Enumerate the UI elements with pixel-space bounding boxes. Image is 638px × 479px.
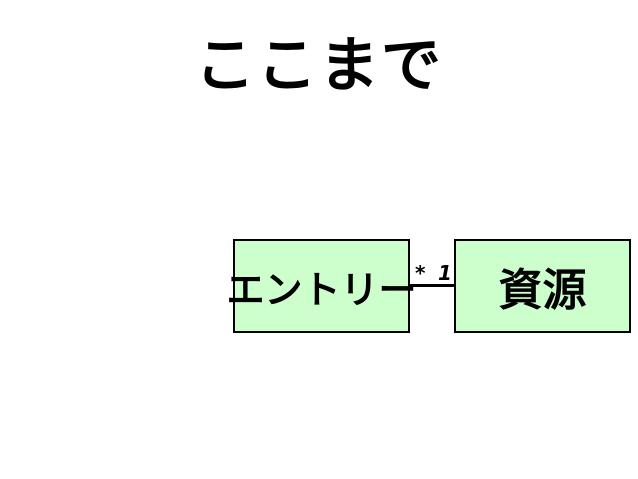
class-box-resource: 資源 <box>454 239 631 333</box>
slide-title: ここまで <box>195 31 443 101</box>
multiplicity-resource: 1 <box>438 261 452 285</box>
class-box-entry: エントリー <box>227 239 417 333</box>
multiplicity-entry: * <box>415 261 426 285</box>
association-line <box>410 284 454 287</box>
